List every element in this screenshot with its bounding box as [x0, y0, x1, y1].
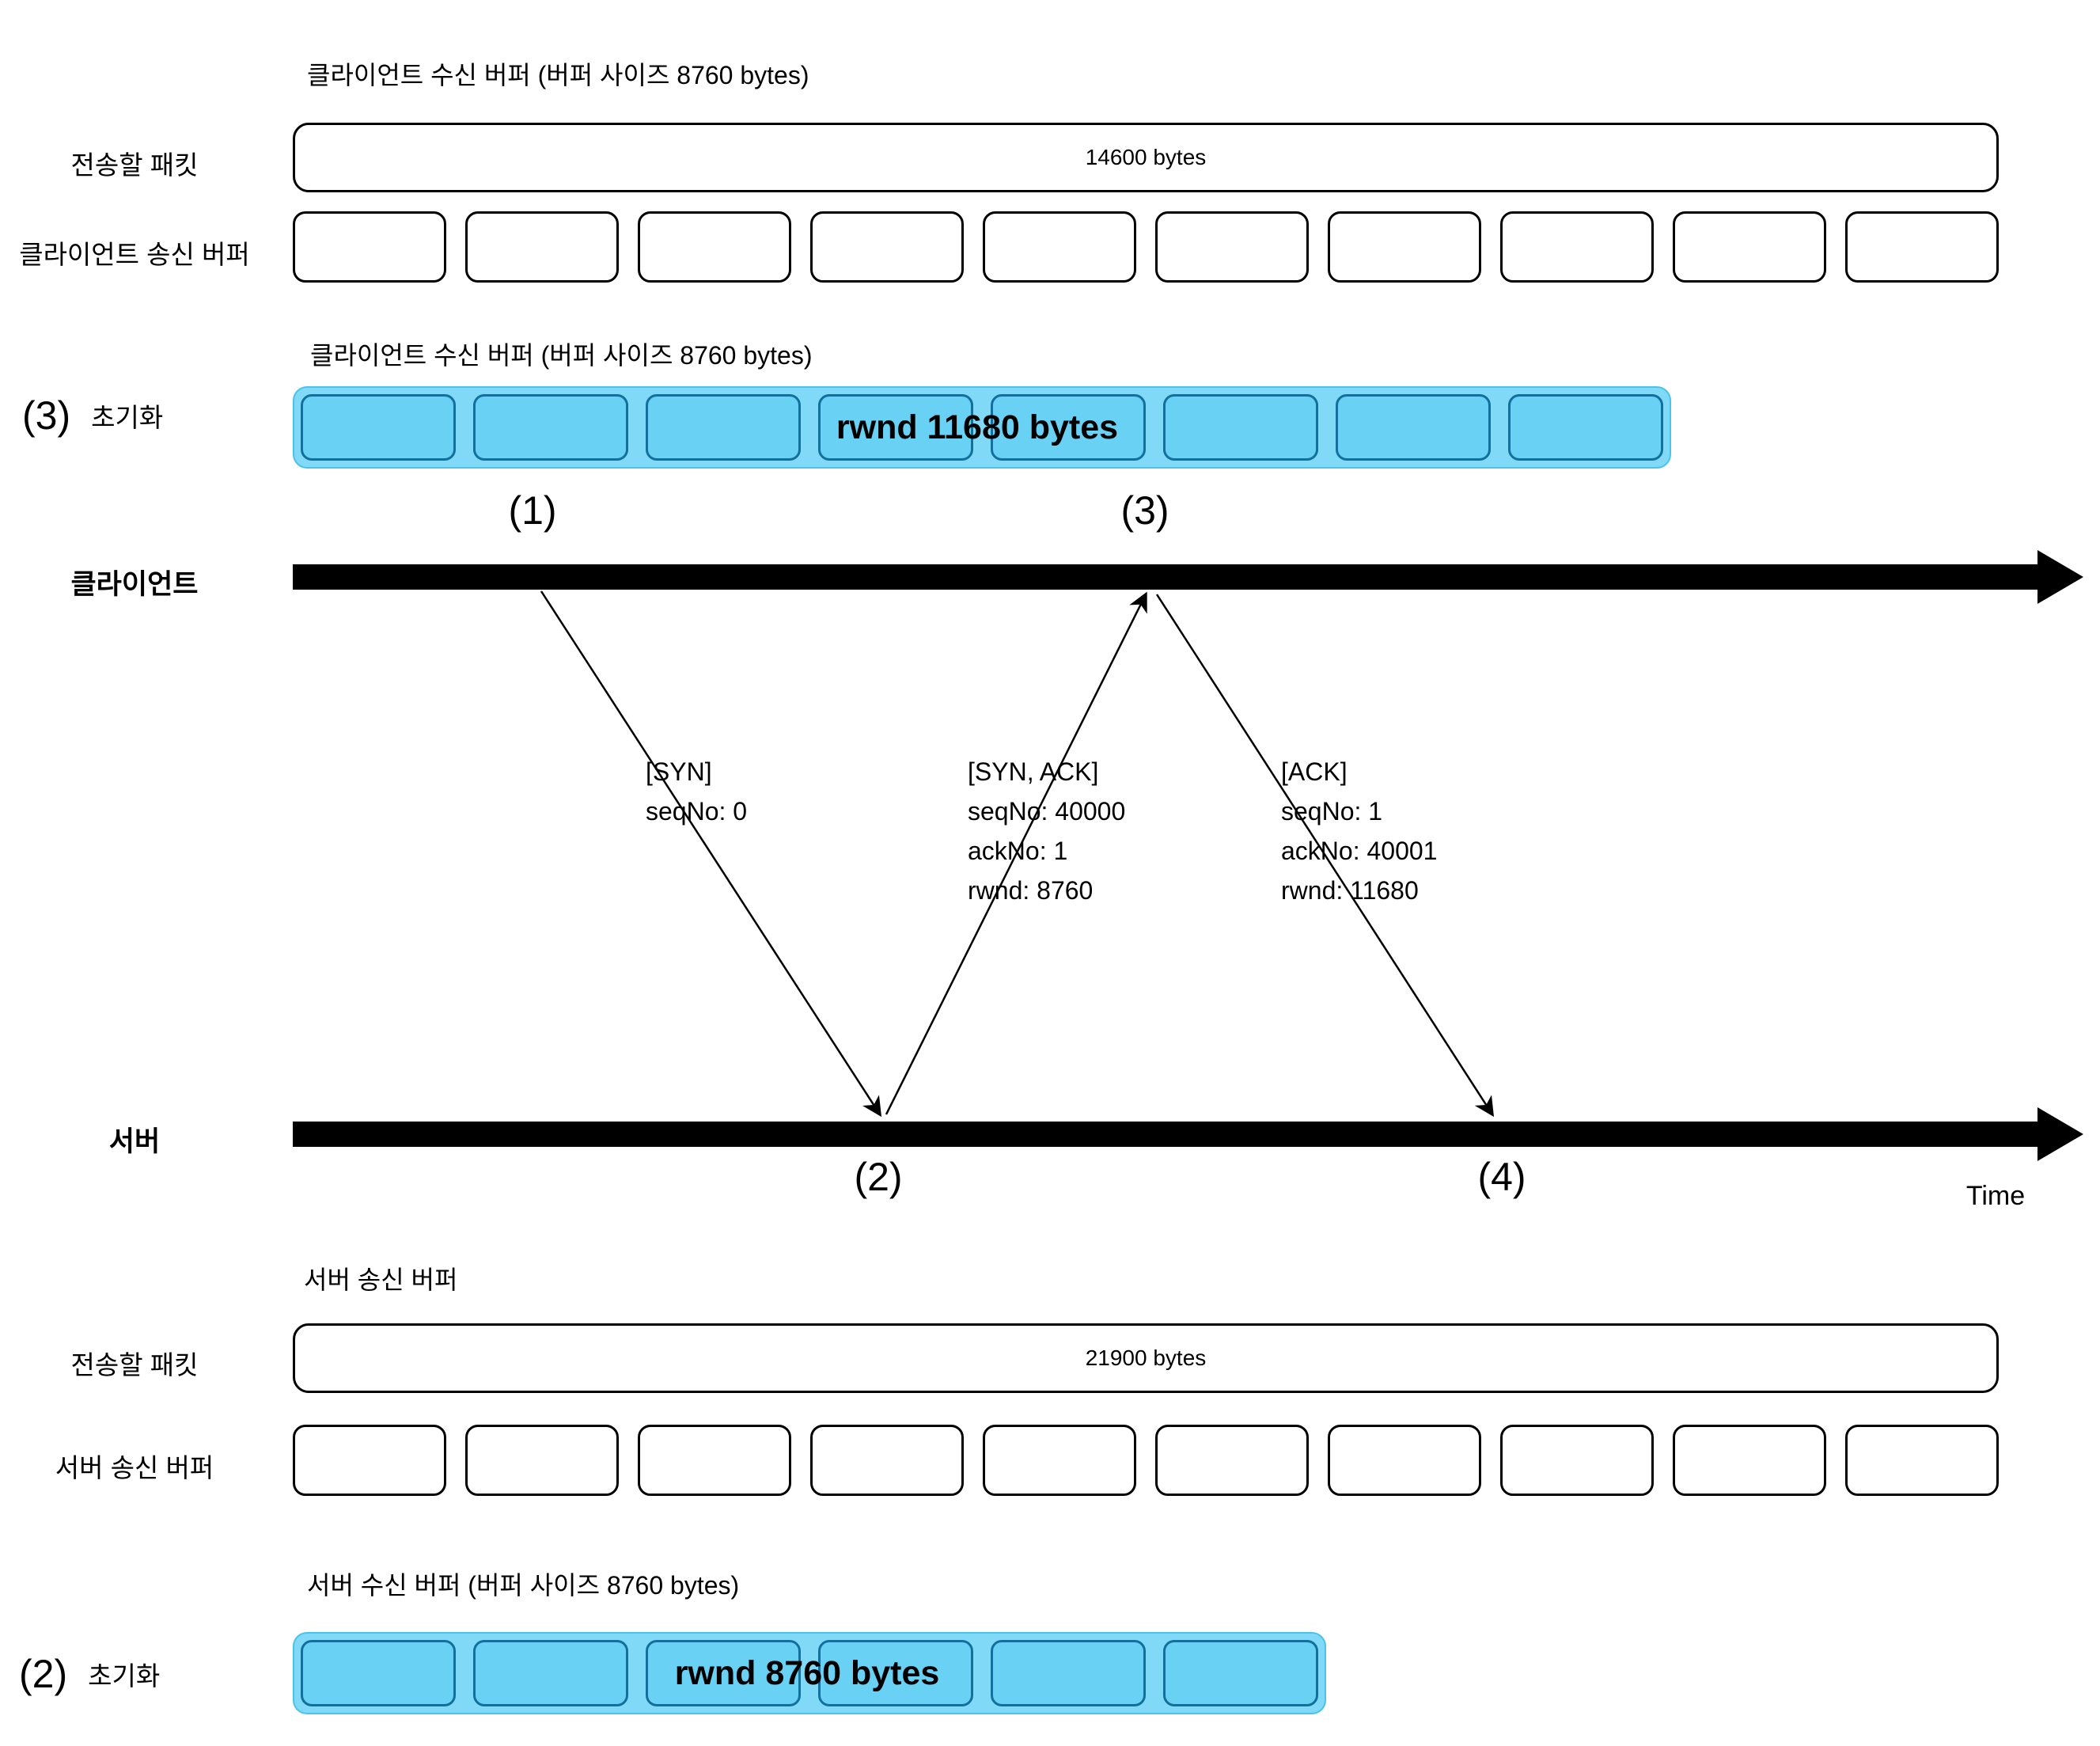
- ack-arrow: [1155, 594, 1495, 1118]
- client-init-block: (3) 초기화: [22, 393, 163, 438]
- client-send-buffer-row: [293, 211, 1999, 283]
- buffer-slot: [646, 1640, 801, 1706]
- client-recv-buffer-header: 클라이언트 수신 버퍼 (버퍼 사이즈 8760 bytes): [310, 341, 813, 370]
- buffer-slot: [983, 1425, 1136, 1496]
- buffer-slot: [991, 1640, 1146, 1706]
- buffer-slot: [646, 394, 801, 461]
- client-timeline-bar: [293, 564, 2037, 590]
- buffer-slot: [1328, 211, 1481, 283]
- buffer-slot: [293, 211, 446, 283]
- message-line: rwnd: 11680: [1281, 876, 1419, 905]
- message-line: rwnd: 8760: [968, 876, 1094, 905]
- buffer-slot: [473, 1640, 628, 1706]
- buffer-slot: [301, 394, 456, 461]
- message-line: ackNo: 40001: [1281, 837, 1438, 865]
- server-packets-to-send-box: 21900 bytes: [293, 1323, 1999, 1393]
- marker-2: (2): [854, 1155, 903, 1199]
- client-init-label: 초기화: [91, 403, 164, 432]
- buffer-slot: [1508, 394, 1663, 461]
- buffer-slot: [1673, 1425, 1826, 1496]
- time-axis-label: Time: [1965, 1181, 2026, 1211]
- server-send-buffer-row: [293, 1425, 1999, 1496]
- buffer-slot: [1336, 394, 1491, 461]
- buffer-slot: [638, 211, 791, 283]
- marker-4: (4): [1477, 1155, 1526, 1199]
- message-line: seqNo: 40000: [968, 797, 1126, 826]
- buffer-slot: [818, 394, 973, 461]
- server-send-buffer-label: 서버 송신 버퍼: [55, 1453, 214, 1482]
- server-recv-buffer-header: 서버 수신 버퍼 (버퍼 사이즈 8760 bytes): [307, 1571, 740, 1600]
- buffer-slot: [465, 1425, 619, 1496]
- message-line: [SYN]: [646, 757, 712, 786]
- client-packets-to-send-label: 전송할 패킷: [70, 150, 199, 180]
- buffer-slot: [1163, 1640, 1318, 1706]
- buffer-slot: [1673, 211, 1826, 283]
- syn-ack-arrow: [885, 591, 1147, 1115]
- client-rwnd-label: rwnd 11680 bytes: [836, 408, 1119, 446]
- buffer-slot: [1845, 1425, 1999, 1496]
- buffer-slot: [1155, 1425, 1309, 1496]
- server-timeline-arrowhead-icon: [2037, 1107, 2083, 1161]
- client-recv-buffer-header-top: 클라이언트 수신 버퍼 (버퍼 사이즈 8760 bytes): [307, 61, 809, 89]
- buffer-slot: [810, 211, 964, 283]
- message-ack-label: [ACK] seqNo: 1 ackNo: 40001 rwnd: 11680: [1281, 752, 1437, 910]
- server-send-buffer-header: 서버 송신 버퍼: [304, 1266, 458, 1294]
- client-recv-buffer-row: [293, 386, 1671, 469]
- client-timeline-arrowhead-icon: [2037, 550, 2083, 604]
- buffer-slot: [293, 1425, 446, 1496]
- server-timeline-bar: [293, 1122, 2037, 1147]
- buffer-slot: [473, 394, 628, 461]
- server-timeline-label: 서버: [108, 1126, 161, 1157]
- buffer-slot: [1845, 211, 1999, 283]
- server-packet-size-text: 21900 bytes: [1085, 1346, 1207, 1370]
- buffer-slot: [818, 1640, 973, 1706]
- server-rwnd-label: rwnd 8760 bytes: [674, 1654, 940, 1692]
- message-line: [ACK]: [1281, 757, 1348, 786]
- client-timeline-label: 클라이언트: [70, 569, 199, 600]
- buffer-slot: [465, 211, 619, 283]
- server-init-block: (2) 초기화: [19, 1651, 160, 1697]
- client-send-buffer-label: 클라이언트 송신 버퍼: [19, 240, 250, 269]
- buffer-slot: [983, 211, 1136, 283]
- server-init-step-number: (2): [19, 1652, 68, 1696]
- server-packets-to-send-label: 전송할 패킷: [70, 1350, 199, 1380]
- client-packet-size-text: 14600 bytes: [1085, 145, 1207, 169]
- buffer-slot: [638, 1425, 791, 1496]
- message-line: [SYN, ACK]: [968, 757, 1099, 786]
- message-line: seqNo: 1: [1281, 797, 1383, 826]
- marker-1: (1): [508, 488, 557, 533]
- buffer-slot: [1163, 394, 1318, 461]
- buffer-slot: [1500, 1425, 1654, 1496]
- message-syn-label: [SYN] seqNo: 0: [646, 752, 747, 831]
- buffer-slot: [1500, 211, 1654, 283]
- marker-3: (3): [1120, 488, 1169, 533]
- syn-arrow: [540, 590, 882, 1118]
- buffer-slot: [810, 1425, 964, 1496]
- client-init-step-number: (3): [22, 393, 71, 438]
- buffer-slot: [1328, 1425, 1481, 1496]
- buffer-slot: [1155, 211, 1309, 283]
- client-packets-to-send-box: 14600 bytes: [293, 123, 1999, 192]
- buffer-slot: [991, 394, 1146, 461]
- buffer-slot: [301, 1640, 456, 1706]
- server-init-label: 초기화: [88, 1661, 161, 1691]
- server-recv-buffer-row: [293, 1632, 1326, 1714]
- message-line: seqNo: 0: [646, 797, 748, 826]
